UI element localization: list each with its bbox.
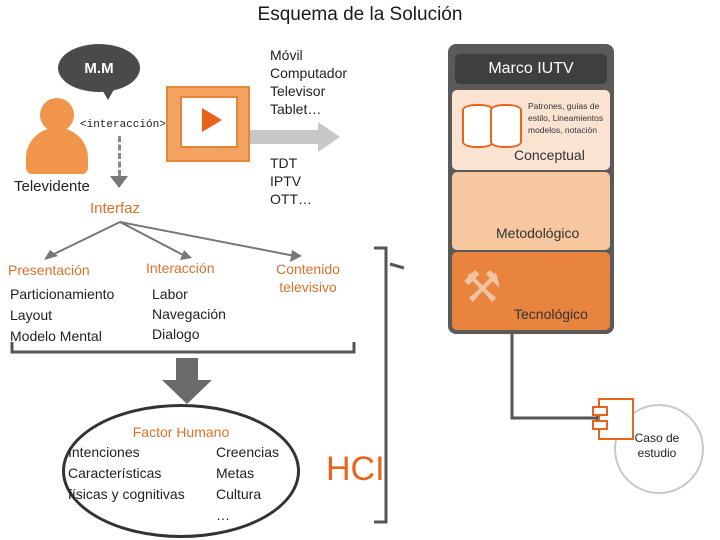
branch-line	[119, 221, 296, 257]
component-icon-tab	[592, 420, 608, 430]
device-item: Tablet…	[270, 101, 322, 117]
device-list: Móvil Computador Televisor Tablet…	[270, 46, 347, 118]
tecnologico-section	[452, 252, 610, 330]
interaccion-tag: <interacción>	[80, 119, 166, 131]
device-item: Computador	[270, 65, 348, 81]
right-arrow-icon	[250, 122, 340, 152]
presentacion-list: Particionamiento Layout Modelo Mental	[10, 284, 114, 347]
factor-item: Cultura	[216, 486, 262, 502]
case-study-circle	[614, 404, 704, 494]
factor-humano-title: Factor Humano	[132, 424, 230, 440]
curly-brace	[374, 246, 405, 524]
component-icon	[598, 398, 634, 440]
arrowhead-icon	[290, 250, 302, 262]
branch-line	[49, 221, 121, 257]
list-item: Modelo Mental	[10, 328, 102, 344]
play-icon	[202, 108, 222, 132]
factor-col-1: Intenciones Características físicas y co…	[68, 442, 185, 505]
dashed-connector	[118, 136, 121, 176]
video-player-screen	[180, 96, 238, 148]
tools-icon: ⚒	[462, 263, 502, 312]
diagram-title: Esquema de la Solución	[257, 4, 463, 25]
factor-item: Características	[68, 465, 162, 481]
bubble-tail	[100, 86, 116, 100]
arrowhead-icon	[180, 250, 192, 260]
interfaz-label: Interfaz	[90, 200, 141, 217]
gear-icon: ⚙	[490, 171, 517, 204]
platform-item: OTT…	[270, 191, 312, 207]
hci-label: HCI	[326, 450, 385, 488]
factor-item: Intenciones	[68, 444, 140, 460]
list-item: Labor	[152, 286, 188, 302]
bottom-bracket	[10, 342, 356, 354]
list-item: Navegación	[152, 306, 226, 322]
platform-list: TDT IPTV OTT…	[270, 154, 312, 208]
platform-item: IPTV	[270, 173, 302, 189]
person-icon-body	[26, 128, 88, 174]
contenido-label: Contenido televisivo	[276, 261, 340, 295]
component-icon-tab	[592, 406, 608, 416]
list-item: Layout	[10, 307, 53, 323]
marco-iutv-title: Marco IUTV	[455, 54, 607, 84]
device-item: Televisor	[270, 83, 326, 99]
metodologico-section	[452, 172, 610, 250]
televidente-label: Televidente	[14, 178, 90, 195]
database-icon	[490, 104, 522, 148]
gear-icon: ⚙	[480, 205, 507, 238]
factor-item: físicas y cognitivas	[68, 486, 185, 502]
branch-connectors	[10, 221, 356, 354]
conceptual-label: Conceptual	[514, 147, 585, 163]
mm-speech-bubble: M.M	[58, 44, 140, 92]
factor-item: Metas	[216, 465, 255, 481]
presentacion-label: Presentación	[8, 262, 90, 278]
gear-icon: ⚙	[458, 181, 485, 214]
factor-item: …	[216, 507, 230, 523]
device-item: Móvil	[270, 47, 303, 63]
down-arrow-icon	[110, 176, 128, 188]
list-item: Dialogo	[152, 326, 200, 342]
factor-item: Creencias	[216, 444, 280, 460]
metodologico-label: Metodológico	[496, 225, 580, 241]
interaccion-list: Labor Navegación Dialogo	[152, 284, 226, 344]
factor-humano-ellipse	[62, 404, 300, 538]
person-icon-head	[40, 98, 74, 132]
arrowhead-icon	[44, 250, 58, 260]
platform-item: TDT	[270, 155, 298, 171]
list-item: Particionamiento	[10, 286, 115, 302]
case-study-label: Caso de estudio	[634, 431, 680, 460]
branch-line	[119, 221, 186, 257]
down-arrow-icon	[162, 358, 212, 404]
factor-col-2: Creencias Metas Cultura …	[216, 442, 279, 526]
interaccion-label: Interacción	[146, 260, 215, 276]
conceptual-description: Patrones, guías de estilo, Lineamientos …	[528, 101, 604, 135]
tecnologico-label: Tecnológico	[514, 306, 588, 322]
